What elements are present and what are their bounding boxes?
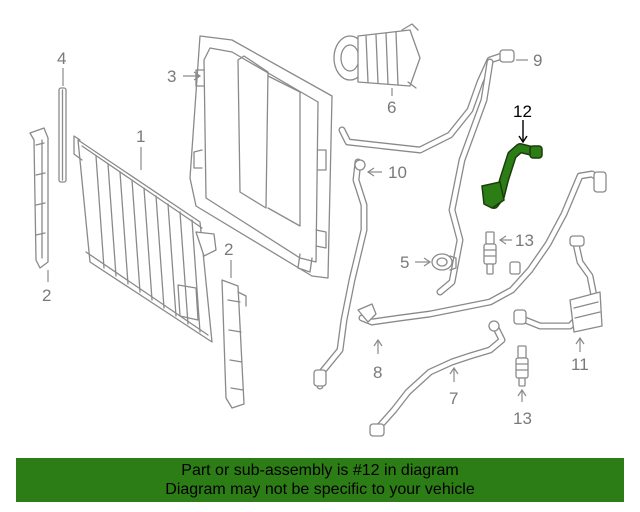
part-4-strip bbox=[58, 87, 67, 183]
part-2-left-bracket bbox=[29, 127, 49, 269]
part-2-right-bracket bbox=[221, 279, 247, 409]
callout-2-left: 2 bbox=[42, 286, 51, 305]
banner-line-1: Part or sub-assembly is #12 in diagram bbox=[181, 462, 459, 479]
callout-1: 1 bbox=[136, 127, 145, 146]
part-11-hose bbox=[513, 235, 603, 333]
callout-13-lower: 13 bbox=[513, 409, 532, 428]
part-1-condenser bbox=[73, 135, 217, 343]
part-13-upper-sensor bbox=[483, 231, 497, 275]
callout-5: 5 bbox=[400, 253, 409, 272]
callout-7: 7 bbox=[449, 389, 458, 408]
part-10-hose bbox=[313, 158, 368, 390]
part-13-lower-sensor bbox=[515, 345, 529, 387]
banner-line-2: Diagram may not be specific to your vehi… bbox=[165, 481, 475, 498]
part-6-compressor bbox=[333, 23, 421, 89]
callout-3: 3 bbox=[167, 67, 176, 86]
part-3-frame bbox=[189, 35, 333, 279]
part-7-hose bbox=[369, 320, 506, 437]
callout-6: 6 bbox=[387, 98, 396, 117]
info-banner: Part or sub-assembly is #12 in diagram D… bbox=[16, 458, 624, 502]
parts-diagram: 4 2 1 2 3 bbox=[29, 23, 607, 437]
callout-10: 10 bbox=[388, 163, 407, 182]
part-9-hose bbox=[338, 49, 515, 296]
part-5-fitting bbox=[431, 253, 457, 271]
callout-11: 11 bbox=[571, 355, 589, 374]
callout-12: 12 bbox=[513, 102, 532, 121]
part-12-highlighted-hose bbox=[481, 143, 543, 209]
part-8-hose bbox=[357, 170, 607, 326]
callout-4: 4 bbox=[57, 49, 66, 68]
callout-13-upper: 13 bbox=[515, 231, 534, 250]
callout-8: 8 bbox=[373, 363, 382, 382]
callout-9: 9 bbox=[533, 51, 542, 70]
callout-2-right: 2 bbox=[224, 240, 233, 259]
